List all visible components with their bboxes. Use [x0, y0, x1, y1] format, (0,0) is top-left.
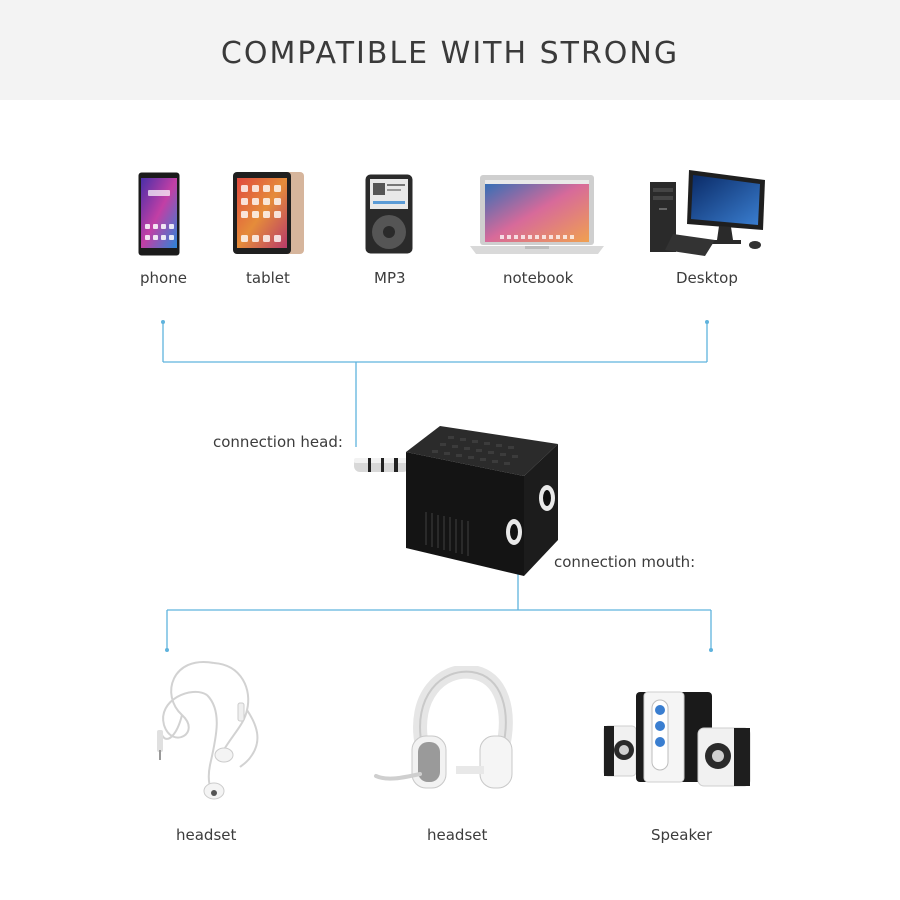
output-label-headphones: headset: [427, 826, 488, 844]
desktop-computer-icon: [649, 168, 769, 261]
smartphone-icon: [138, 172, 180, 261]
output-label-earphones: headset: [176, 826, 237, 844]
earphones-icon: [152, 655, 272, 810]
page-title: COMPATIBLE WITH STRONG: [220, 36, 680, 71]
source-label-phone: phone: [140, 269, 187, 287]
header-banner: COMPATIBLE WITH STRONG: [0, 0, 900, 100]
laptop-icon: [470, 174, 604, 261]
splitter-adapter-icon: [348, 420, 563, 585]
source-label-mp3: MP3: [374, 269, 406, 287]
source-label-notebook: notebook: [503, 269, 574, 287]
connection-mouth-label: connection mouth:: [554, 553, 696, 571]
tablet-icon: [232, 171, 306, 260]
source-label-desktop: Desktop: [676, 269, 738, 287]
source-label-tablet: tablet: [246, 269, 290, 287]
output-label-speaker: Speaker: [651, 826, 713, 844]
headphones-icon: [372, 664, 522, 801]
speakers-icon: [600, 684, 754, 795]
connection-head-label: connection head:: [213, 433, 343, 451]
mp3-player-icon: [365, 174, 413, 259]
